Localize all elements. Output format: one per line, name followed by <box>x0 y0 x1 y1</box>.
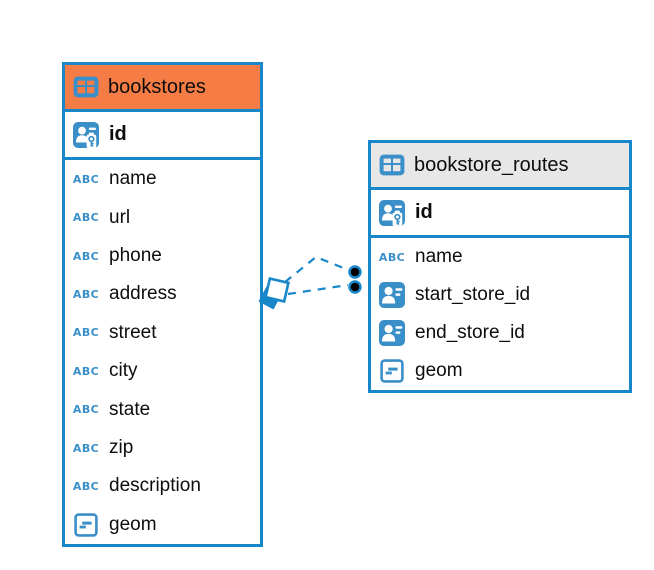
text-type-icon: ABC <box>72 441 100 455</box>
text-icon-holder: ABC <box>378 251 406 264</box>
column-name: description <box>109 475 201 497</box>
column-name: url <box>109 206 131 228</box>
column-row-start_store_id[interactable]: start_store_id <box>371 276 629 314</box>
column-row-name[interactable]: ABC name <box>65 160 260 198</box>
text-type-icon: ABC <box>72 326 100 340</box>
primary-key-icon <box>379 199 405 226</box>
text-icon-holder: ABC <box>72 442 100 455</box>
column-name: name <box>415 246 463 267</box>
column-name: state <box>109 398 151 420</box>
column-row-state[interactable]: ABC state <box>65 390 260 428</box>
column-name: id <box>415 201 433 223</box>
column-name: start_store_id <box>415 284 531 305</box>
column-row-phone[interactable]: ABC phone <box>65 237 260 275</box>
table-icon <box>379 154 405 176</box>
relationship-line-upper[interactable] <box>284 255 352 283</box>
column-name: zip <box>109 437 134 459</box>
one-end-dot-markers <box>348 265 362 294</box>
column-name: end_store_id <box>415 322 525 343</box>
column-row-description[interactable]: ABC description <box>65 467 260 505</box>
table-title: bookstores <box>108 75 206 98</box>
text-icon-holder: ABC <box>72 403 100 416</box>
column-row-id[interactable]: id <box>371 190 629 235</box>
primary-key-icon <box>73 121 99 148</box>
text-type-icon: ABC <box>72 479 100 493</box>
text-icon-holder: ABC <box>72 211 100 224</box>
foreign-key-icon <box>379 320 405 346</box>
column-row-street[interactable]: ABC street <box>65 314 260 352</box>
relationship-line-lower[interactable] <box>287 283 349 296</box>
text-icon-holder: ABC <box>72 288 100 301</box>
text-type-icon: ABC <box>72 403 100 417</box>
column-name: phone <box>109 245 162 267</box>
column-row-name[interactable]: ABC name <box>371 238 629 276</box>
column-row-geom[interactable]: geom <box>371 352 629 390</box>
column-name: id <box>109 123 127 145</box>
primary-key-icon-holder <box>378 199 406 226</box>
text-type-icon: ABC <box>72 364 100 378</box>
primary-key-icon-holder <box>72 121 100 148</box>
column-name: geom <box>415 360 463 381</box>
text-icon-holder: ABC <box>72 173 100 186</box>
column-name: address <box>109 283 177 305</box>
columns-section: ABC name start_store_id end_store_id geo… <box>371 238 629 390</box>
text-icon-holder: ABC <box>72 480 100 493</box>
foreign-key-icon <box>379 282 405 308</box>
geometry-type-icon <box>74 513 98 537</box>
text-icon-holder: ABC <box>72 250 100 263</box>
foreign-key-icon-holder <box>378 282 406 308</box>
geometry-icon-holder <box>72 513 100 537</box>
column-row-end_store_id[interactable]: end_store_id <box>371 314 629 352</box>
column-row-zip[interactable]: ABC zip <box>65 429 260 467</box>
geometry-type-icon <box>380 359 404 383</box>
geometry-icon-holder <box>378 359 406 383</box>
text-icon-holder: ABC <box>72 365 100 378</box>
column-row-url[interactable]: ABC url <box>65 198 260 236</box>
table-header[interactable]: bookstores <box>65 65 260 112</box>
column-row-city[interactable]: ABC city <box>65 352 260 390</box>
primary-key-section: id <box>65 112 260 160</box>
primary-key-section: id <box>371 190 629 238</box>
text-type-icon: ABC <box>72 287 100 301</box>
text-type-icon: ABC <box>378 250 406 264</box>
text-type-icon: ABC <box>72 172 100 186</box>
text-icon-holder: ABC <box>72 326 100 339</box>
column-row-address[interactable]: ABC address <box>65 275 260 313</box>
text-type-icon: ABC <box>72 249 100 263</box>
table-bookstores[interactable]: bookstores id ABC name ABC url ABC phone… <box>62 62 263 547</box>
column-name: city <box>109 360 138 382</box>
column-name: geom <box>109 513 157 535</box>
columns-section: ABC name ABC url ABC phone ABC address A… <box>65 160 260 544</box>
foreign-key-icon-holder <box>378 320 406 346</box>
column-row-id[interactable]: id <box>65 112 260 157</box>
text-type-icon: ABC <box>72 211 100 225</box>
column-name: name <box>109 168 157 190</box>
table-title: bookstore_routes <box>414 153 569 176</box>
table-bookstore-routes[interactable]: bookstore_routes id ABC name start_store… <box>368 140 632 393</box>
table-header[interactable]: bookstore_routes <box>371 143 629 190</box>
column-row-geom[interactable]: geom <box>65 506 260 544</box>
column-name: street <box>109 321 157 343</box>
table-icon <box>73 76 99 98</box>
